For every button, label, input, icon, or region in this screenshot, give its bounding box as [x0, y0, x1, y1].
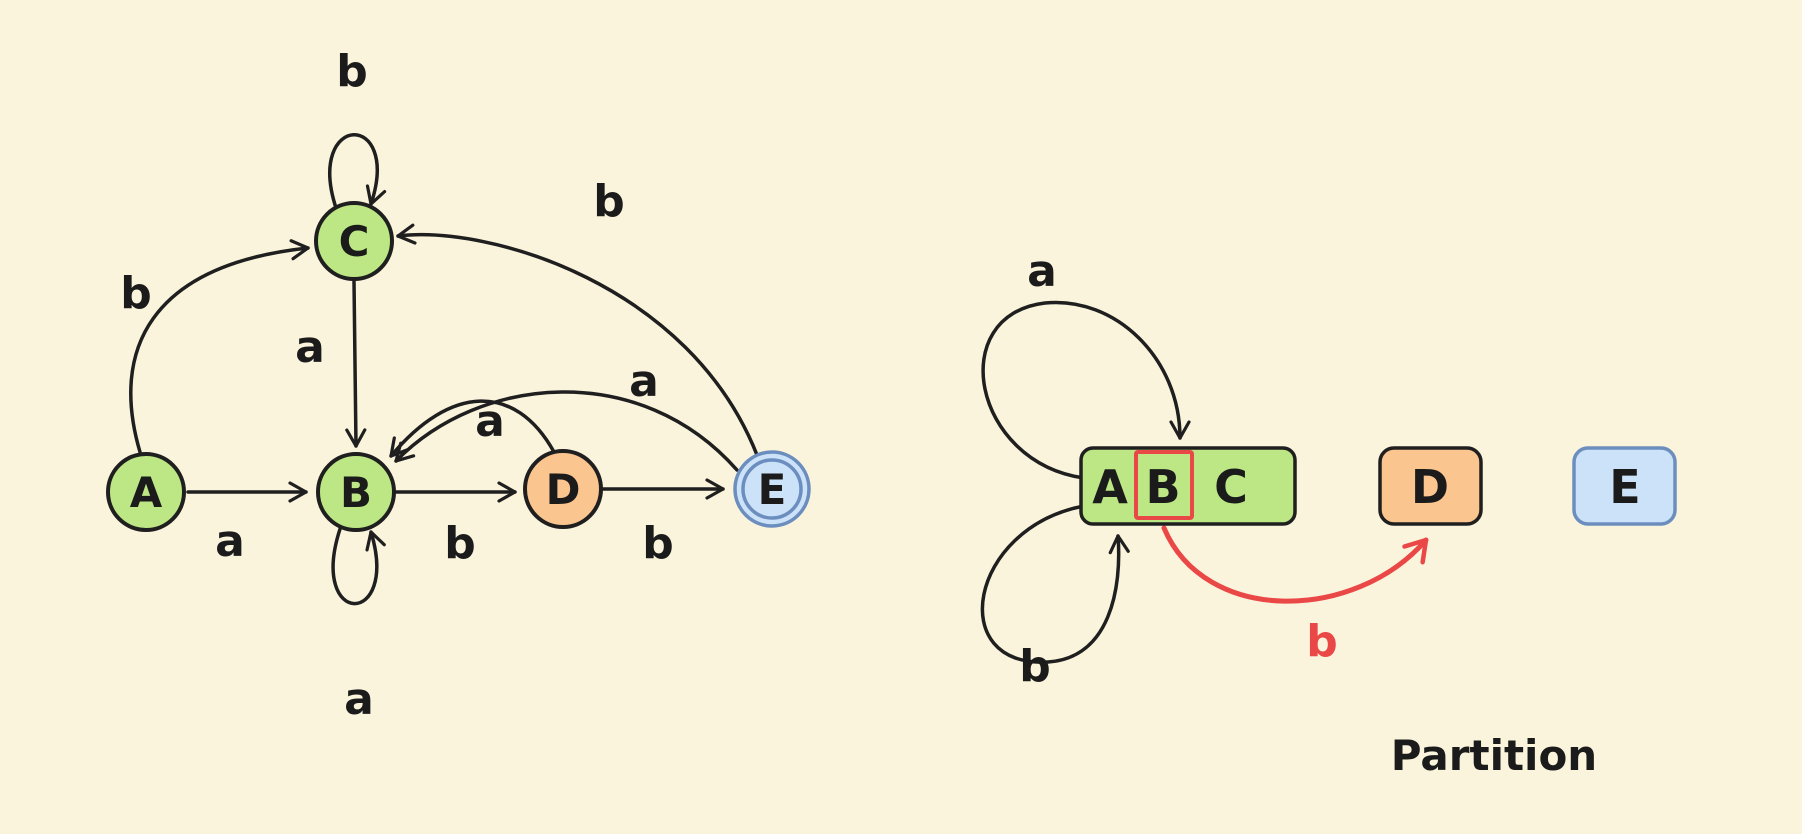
- edge-c-to-b: [345, 279, 367, 448]
- state-e-label: E: [758, 465, 787, 514]
- state-e-accepting: E: [733, 450, 811, 528]
- state-e-inner-circle: [741, 458, 803, 520]
- edge-a-to-c: [129, 239, 310, 454]
- edge-b-self-loop: [331, 527, 386, 606]
- dfa-diagram: a b b a a b a b a b A B C D E: [106, 46, 811, 725]
- partition-group-abc: A B C: [1079, 446, 1297, 526]
- state-a-circle: [106, 452, 186, 532]
- edge-label-d-to-e: b: [642, 518, 674, 569]
- edge-label-e-to-b: a: [629, 356, 659, 407]
- edge-e-to-c: [396, 223, 759, 457]
- state-e-outer-circle: [733, 450, 811, 528]
- state-c-label: C: [339, 217, 370, 266]
- edge-label-c-self-loop: b: [336, 46, 368, 97]
- edge-label-b-self-loop: a: [344, 674, 374, 725]
- state-d: D: [523, 449, 603, 529]
- group-abc-letter-c: C: [1214, 460, 1248, 514]
- partition-diagram: a b b A B C D E Partition: [980, 246, 1677, 780]
- partition-caption: Partition: [1391, 731, 1597, 780]
- group-d-letter: D: [1411, 460, 1449, 514]
- partition-group-d: D: [1378, 446, 1483, 526]
- partition-split-edge-label: b: [1306, 616, 1338, 667]
- state-b: B: [316, 452, 396, 532]
- edge-d-to-b: [389, 399, 556, 458]
- edge-e-to-b: [394, 390, 739, 472]
- state-c: C: [314, 201, 394, 281]
- state-a-label: A: [130, 468, 163, 517]
- edge-label-e-to-c: b: [593, 176, 625, 227]
- group-abc-letter-a: A: [1092, 460, 1128, 514]
- highlight-b-box: [1134, 450, 1194, 520]
- group-abc-letter-b: B: [1145, 460, 1180, 514]
- state-c-circle: [314, 201, 394, 281]
- partition-loop-a-label: a: [1027, 246, 1057, 297]
- edge-label-a-to-c: b: [120, 268, 152, 319]
- edge-label-c-to-b: a: [295, 322, 325, 373]
- partition-group-e: E: [1572, 446, 1677, 526]
- state-b-circle: [316, 452, 396, 532]
- edge-label-a-to-b: a: [215, 516, 245, 567]
- partition-loop-b-label: b: [1019, 641, 1051, 692]
- group-e-letter: E: [1609, 460, 1640, 514]
- edge-label-b-to-d: b: [444, 518, 476, 569]
- edge-label-d-to-b: a: [475, 396, 505, 447]
- state-b-label: B: [340, 468, 372, 517]
- group-d-box: [1378, 446, 1483, 526]
- edge-c-self-loop: [328, 133, 387, 210]
- group-e-box: [1572, 446, 1677, 526]
- partition-split-edge-b-to-d: [1161, 525, 1429, 604]
- state-d-circle: [523, 449, 603, 529]
- state-a: A: [106, 452, 186, 532]
- partition-self-loop-b: [980, 504, 1130, 664]
- state-d-label: D: [546, 465, 581, 514]
- partition-self-loop-a: [981, 300, 1191, 480]
